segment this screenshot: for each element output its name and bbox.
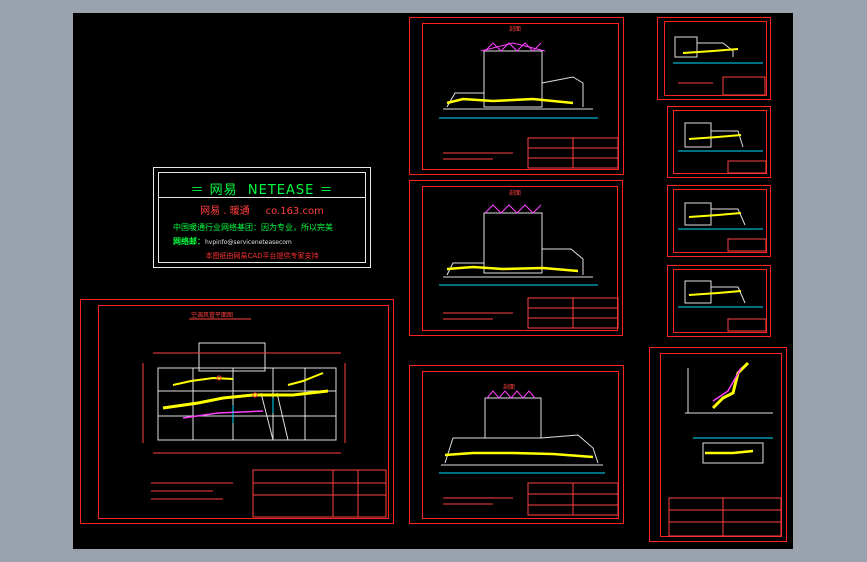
banner-note: 本图纸由网易CAD平台提供专家支持	[205, 252, 319, 260]
sheet-section-3[interactable]	[409, 365, 624, 524]
detail-1-drawing	[673, 36, 766, 96]
sheet-detail-1-inner	[664, 21, 767, 96]
sheet-section-2-inner	[422, 186, 618, 331]
banner-email: 网络邮：hvpinfo@serviceneteasecom	[173, 236, 292, 247]
sheet-section-3-inner	[422, 371, 619, 519]
drawing-linework: 空调风管平面图	[142, 25, 782, 537]
sheet-plan[interactable]	[80, 299, 394, 524]
plan-drawing: 空调风管平面图	[142, 311, 387, 518]
sheet-detail-2-inner	[673, 110, 767, 174]
banner-email-value: hvpinfo@serviceneteasecom	[205, 239, 292, 246]
sheet-section-1[interactable]	[409, 17, 624, 175]
sheet-detail-3-inner	[673, 189, 767, 253]
sheet-detail-4[interactable]	[667, 265, 771, 337]
section-3-title: 剖面	[503, 383, 515, 391]
plan-title: 空调风管平面图	[191, 311, 233, 319]
sheet-section-1-inner	[422, 23, 619, 170]
sheet-section-2[interactable]	[409, 180, 623, 336]
detail-3-drawing	[678, 202, 767, 252]
banner-subtitle: 网易 . 暖通 co.163.com	[200, 206, 324, 217]
sheet-plan-inner	[98, 305, 389, 519]
section-1-title: 剖面	[509, 25, 521, 33]
detail-2-drawing	[678, 122, 767, 174]
sheet-detail-3[interactable]	[667, 185, 771, 257]
detail-5-drawing	[668, 361, 782, 537]
section-2-drawing: 剖面	[439, 189, 619, 329]
banner-slogan: 中国暖通行业网络基团：因为专业，所以完美	[173, 223, 333, 232]
sheet-detail-2[interactable]	[667, 106, 771, 178]
info-banner: ＝ 网易 NETEASE ＝ 网易 . 暖通 co.163.com 中国暖通行业…	[153, 167, 371, 268]
banner-title: ＝ 网易 NETEASE ＝	[190, 183, 334, 198]
section-1-drawing: 剖面	[439, 25, 619, 169]
sheet-detail-4-inner	[673, 269, 767, 333]
section-3-drawing: 剖面	[439, 383, 619, 516]
section-2-title: 剖面	[509, 189, 521, 197]
sheet-detail-1[interactable]	[657, 17, 771, 100]
banner-divider	[159, 197, 365, 198]
detail-4-drawing	[678, 280, 767, 332]
banner-email-label: 网络邮：	[173, 237, 205, 246]
cad-canvas[interactable]: ＝ 网易 NETEASE ＝ 网易 . 暖通 co.163.com 中国暖通行业…	[73, 13, 793, 549]
banner-inner-frame: ＝ 网易 NETEASE ＝ 网易 . 暖通 co.163.com 中国暖通行业…	[158, 172, 366, 263]
